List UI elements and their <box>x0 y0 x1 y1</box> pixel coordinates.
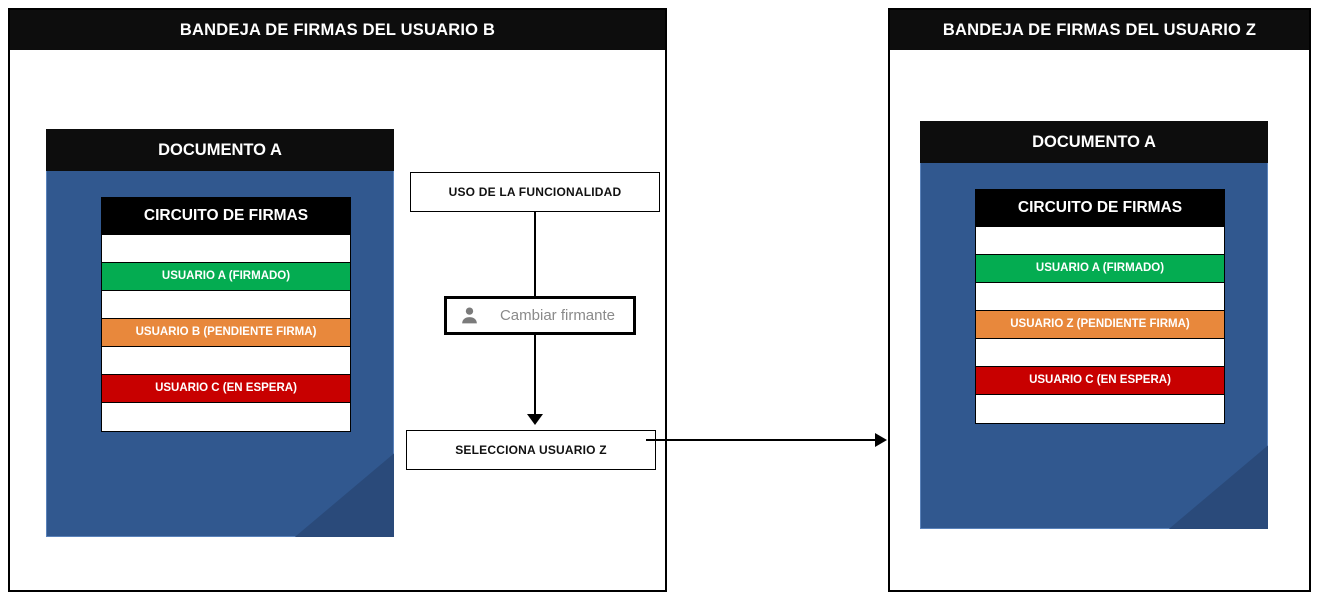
circuit-row-signer: USUARIO A (FIRMADO) <box>976 255 1224 283</box>
change-signer-button[interactable]: Cambiar firmante <box>444 296 636 335</box>
flow-step-select-user-z: SELECCIONA USUARIO Z <box>406 430 656 470</box>
circuit-row-spacer <box>102 291 350 319</box>
flow-step-functionality-use: USO DE LA FUNCIONALIDAD <box>410 172 660 212</box>
circuit-row-signer: USUARIO Z (PENDIENTE FIRMA) <box>976 311 1224 339</box>
panel-title-user-b: BANDEJA DE FIRMAS DEL USUARIO B <box>10 10 665 50</box>
connector-line-top <box>534 212 536 296</box>
signature-tray-panel-user-b: BANDEJA DE FIRMAS DEL USUARIO B DOCUMENT… <box>8 8 667 592</box>
connector-line-bottom <box>534 335 536 417</box>
circuit-row-spacer <box>976 339 1224 367</box>
circuit-rows-right: USUARIO A (FIRMADO) USUARIO Z (PENDIENTE … <box>976 227 1224 423</box>
arrow-down-icon <box>527 414 543 425</box>
signature-tray-panel-user-z: BANDEJA DE FIRMAS DEL USUARIO Z DOCUMENT… <box>888 8 1311 592</box>
signature-circuit-table-left: CIRCUITO DE FIRMAS USUARIO A (FIRMADO)US… <box>101 197 351 432</box>
circuit-row-signer: USUARIO B (PENDIENTE FIRMA) <box>102 319 350 347</box>
change-signer-button-label: Cambiar firmante <box>499 307 616 324</box>
document-title-left: DOCUMENTO A <box>46 129 394 171</box>
document-title-right: DOCUMENTO A <box>920 121 1268 163</box>
circuit-row-spacer <box>976 227 1224 255</box>
circuit-row-spacer <box>102 347 350 375</box>
circuit-row-signer: USUARIO C (EN ESPERA) <box>102 375 350 403</box>
circuit-header-right: CIRCUITO DE FIRMAS <box>976 190 1224 227</box>
person-icon <box>462 307 477 324</box>
circuit-row-spacer <box>976 283 1224 311</box>
arrow-right-icon <box>875 433 887 447</box>
circuit-rows-left: USUARIO A (FIRMADO) USUARIO B (PENDIENTE … <box>102 235 350 431</box>
document-card-left[interactable]: DOCUMENTO A CIRCUITO DE FIRMAS USUARIO A… <box>46 129 394 537</box>
circuit-row-spacer <box>102 235 350 263</box>
panel-title-user-z: BANDEJA DE FIRMAS DEL USUARIO Z <box>890 10 1309 50</box>
circuit-row-signer: USUARIO C (EN ESPERA) <box>976 367 1224 395</box>
connector-line-cross-panel <box>646 439 882 441</box>
circuit-header-left: CIRCUITO DE FIRMAS <box>102 198 350 235</box>
circuit-row-signer: USUARIO A (FIRMADO) <box>102 263 350 291</box>
signature-circuit-table-right: CIRCUITO DE FIRMAS USUARIO A (FIRMADO)US… <box>975 189 1225 424</box>
circuit-row-spacer <box>102 403 350 431</box>
circuit-row-spacer <box>976 395 1224 423</box>
document-card-right[interactable]: DOCUMENTO A CIRCUITO DE FIRMAS USUARIO A… <box>920 121 1268 529</box>
